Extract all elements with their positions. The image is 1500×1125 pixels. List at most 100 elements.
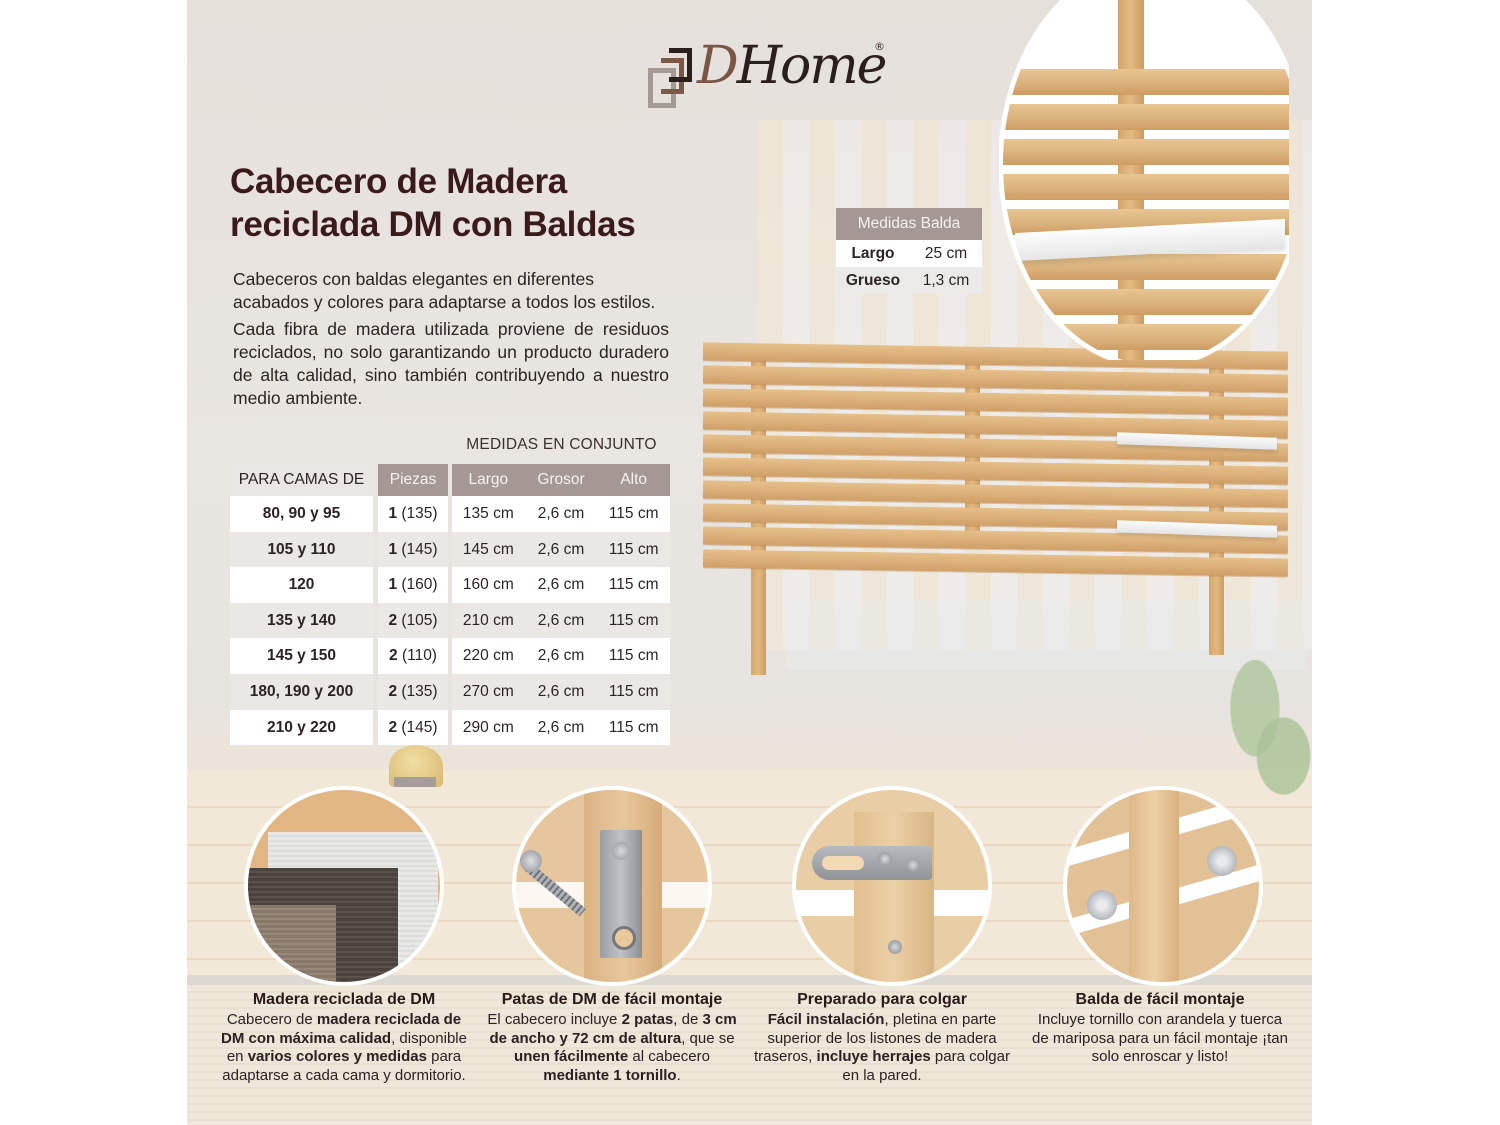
cell-piezas: 2 (135) (378, 673, 448, 710)
screw (878, 852, 892, 866)
shelf-dim-value: 25 cm (924, 245, 968, 262)
intro-paragraph-2: Cada fibra de madera utilizada proviene … (233, 319, 669, 408)
detail-slat (1003, 174, 1289, 200)
washer-left (1087, 890, 1117, 920)
hanging-bracket-icon (792, 786, 992, 986)
cell-camas: 180, 190 y 200 (230, 673, 373, 710)
cell-piezas: 2 (145) (378, 709, 448, 746)
table-row: Grueso 1,3 cm (836, 267, 982, 294)
headboard-slat (702, 549, 1289, 577)
wood-samples-icon (244, 786, 444, 986)
cell-piezas: 1 (135) (378, 496, 448, 532)
shelf-detail-circle (999, 0, 1289, 360)
product-infographic: DHome ® Cabecero de Madera reciclada DM … (187, 0, 1312, 1125)
wing-nut-washer-icon (1063, 786, 1263, 986)
brand-logo: DHome ® (635, 36, 887, 108)
feature-desc: Incluye tornillo con arandela y tuerca d… (1032, 1011, 1288, 1065)
shelf-dimensions-table: Medidas Balda Largo 25 cm Grueso 1,3 cm (836, 208, 982, 294)
detail-slat (1003, 69, 1289, 95)
cell-piezas: 1 (160) (378, 567, 448, 603)
title-line-1: Cabecero de Madera (230, 162, 567, 201)
column-header-grosor: Grosor (537, 471, 585, 488)
feature-title: Madera reciclada de DM (252, 991, 436, 1008)
shelf-table-header: Medidas Balda (836, 208, 982, 240)
headboard-slat (702, 480, 1289, 508)
bracket-slot (822, 856, 864, 870)
column-header-piezas: Piezas (378, 464, 448, 496)
feature-title: Balda de fácil montaje (1075, 991, 1245, 1008)
cell-camas: 145 y 150 (230, 638, 373, 674)
loose-screw-head (520, 850, 542, 872)
feature-title: Patas de DM de fácil montaje (501, 991, 723, 1008)
intro-text: Cabeceros con baldas elegantes en difere… (233, 268, 669, 414)
cell-camas: 120 (230, 567, 373, 603)
headboard-slat (702, 457, 1289, 485)
shelf-dim-label: Largo (851, 245, 895, 262)
cell-piezas: 2 (105) (378, 602, 448, 639)
page-title: Cabecero de Madera reciclada DM con Bald… (230, 160, 690, 246)
feature-caption: Preparado para colgar Fácil instalación,… (752, 991, 1012, 1085)
background-lamp-base (394, 777, 436, 787)
cell-camas: 135 y 140 (230, 602, 373, 639)
title-line-2: reciclada DM con Baldas (230, 205, 636, 244)
logo-frame-icon-gray (648, 68, 676, 108)
post (854, 812, 934, 982)
sample-taupe (248, 905, 336, 982)
detail-slat (1003, 289, 1289, 315)
headboard-illustration (702, 335, 1289, 680)
plate-hole (612, 926, 636, 950)
feature-desc: Cabecero de madera reciclada de DM con m… (221, 1011, 467, 1084)
feature-caption: Balda de fácil montaje Incluye tornillo … (1030, 991, 1290, 1067)
leg-plate-screw-icon (512, 786, 712, 986)
headboard-slat (702, 365, 1289, 393)
table-row: Largo 25 cm (836, 240, 982, 267)
cell-piezas: 1 (145) (378, 531, 448, 568)
cell-camas: 210 y 220 (230, 709, 373, 746)
cell-camas: 105 y 110 (230, 531, 373, 568)
background-floor (187, 985, 1312, 1125)
washer-right (1207, 846, 1237, 876)
group-header-medidas: MEDIDAS EN CONJUNTO (466, 436, 657, 453)
brand-wordmark: DHome (697, 36, 887, 96)
background-plant (1217, 660, 1312, 820)
detail-slat (1003, 139, 1289, 165)
registered-mark: ® (874, 40, 885, 53)
screw-head (612, 842, 630, 860)
screw (888, 940, 902, 954)
feature-caption: Madera reciclada de DM Cabecero de mader… (214, 991, 474, 1085)
feature-desc: Fácil instalación, pletina en parte supe… (754, 1011, 1010, 1084)
column-header-camas: PARA CAMAS DE (230, 464, 373, 496)
shelf-dim-label: Grueso (845, 272, 901, 289)
feature-title: Preparado para colgar (797, 991, 967, 1008)
post (1129, 790, 1179, 982)
shelf-dim-value: 1,3 cm (922, 272, 970, 289)
detail-slat (1003, 104, 1289, 130)
column-header-medidas: Largo Grosor Alto (452, 464, 670, 496)
shelf-detail-disc (999, 0, 1289, 360)
logo-frame-icon-brown (661, 58, 684, 94)
cell-camas: 80, 90 y 95 (230, 496, 373, 532)
headboard-slat (702, 388, 1289, 416)
column-header-alto: Alto (620, 471, 648, 488)
screw (906, 858, 920, 872)
detail-slat (1003, 324, 1289, 350)
feature-caption: Patas de DM de fácil montaje El cabecero… (482, 991, 742, 1085)
intro-paragraph-1: Cabeceros con baldas elegantes en difere… (233, 269, 656, 312)
feature-desc: El cabecero incluye 2 patas, de 3 cm de … (487, 1011, 737, 1084)
column-header-largo: Largo (468, 471, 509, 488)
logo-frame-icon-dark (669, 48, 692, 82)
